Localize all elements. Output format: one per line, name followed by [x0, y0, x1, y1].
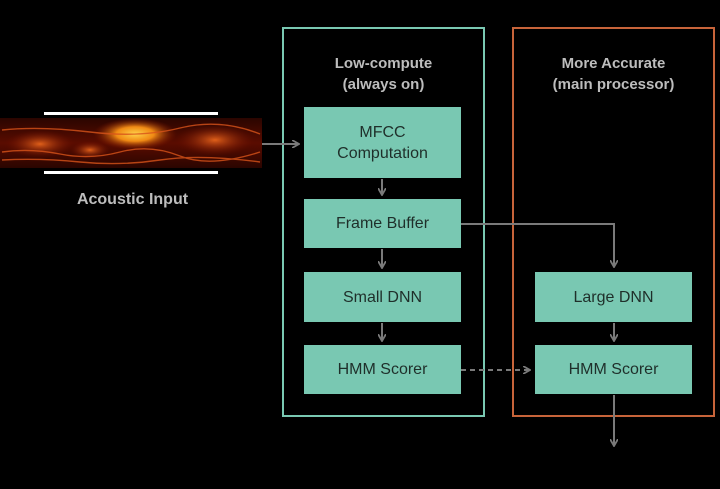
frame-buffer-box: Frame Buffer	[304, 199, 461, 248]
low-compute-panel: Low-compute (always on)	[282, 27, 485, 417]
more-accurate-title: More Accurate (main processor)	[514, 53, 713, 95]
mfcc-line2: Computation	[337, 144, 428, 162]
hmm-scorer-low-box: HMM Scorer	[304, 345, 461, 394]
low-compute-title: Low-compute (always on)	[284, 53, 483, 95]
arrow-frame-buffer-to-large-dnn	[461, 223, 614, 266]
spectrogram-image	[0, 112, 262, 174]
hmm-scorer-accurate-box: HMM Scorer	[535, 345, 692, 394]
mfcc-computation-box: MFCC Computation	[304, 107, 461, 178]
more-accurate-title-line2: (main processor)	[552, 76, 675, 93]
small-dnn-box: Small DNN	[304, 272, 461, 322]
low-compute-title-line1: Low-compute	[334, 55, 433, 72]
mfcc-line1: MFCC	[359, 123, 406, 141]
acoustic-input-caption: Acoustic Input	[76, 191, 189, 208]
more-accurate-title-line1: More Accurate	[561, 55, 666, 72]
large-dnn-box: Large DNN	[535, 272, 692, 322]
low-compute-title-line2: (always on)	[342, 76, 425, 93]
